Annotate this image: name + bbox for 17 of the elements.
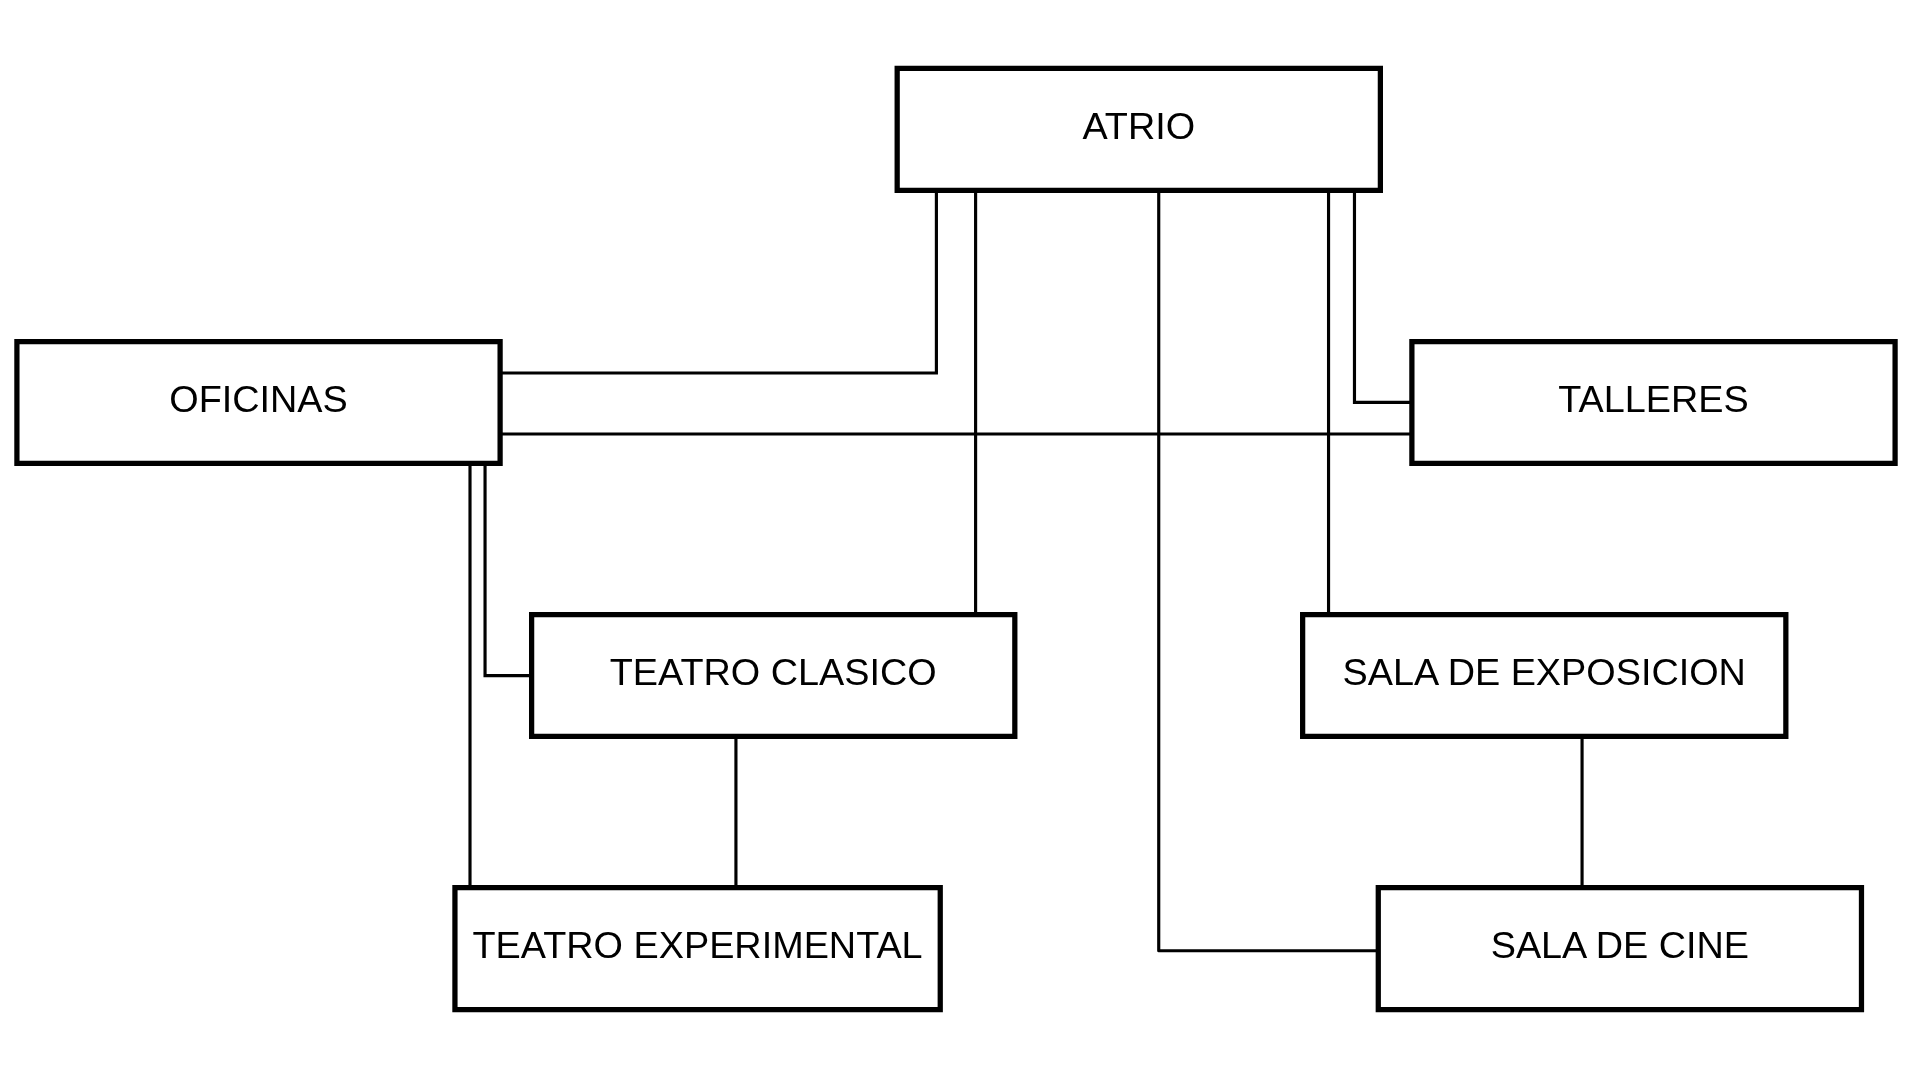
node-box: SALA DE EXPOSICION	[1300, 612, 1789, 740]
node-box: TEATRO EXPERIMENTAL	[452, 885, 943, 1013]
connector	[483, 463, 532, 678]
connector	[468, 463, 472, 888]
connector	[1326, 190, 1331, 615]
connector	[1580, 736, 1584, 888]
connector	[1157, 190, 1378, 953]
node-box: SALA DE CINE	[1375, 885, 1865, 1013]
connector	[974, 190, 978, 615]
node-box: ATRIO	[894, 65, 1383, 193]
node-box: TALLERES	[1409, 338, 1898, 466]
connector	[500, 190, 938, 375]
connector	[1352, 190, 1412, 404]
node-box: TEATRO CLASICO	[529, 612, 1018, 740]
connector	[500, 432, 1412, 436]
node-box: OFICINAS	[14, 338, 503, 466]
connector	[734, 736, 738, 888]
